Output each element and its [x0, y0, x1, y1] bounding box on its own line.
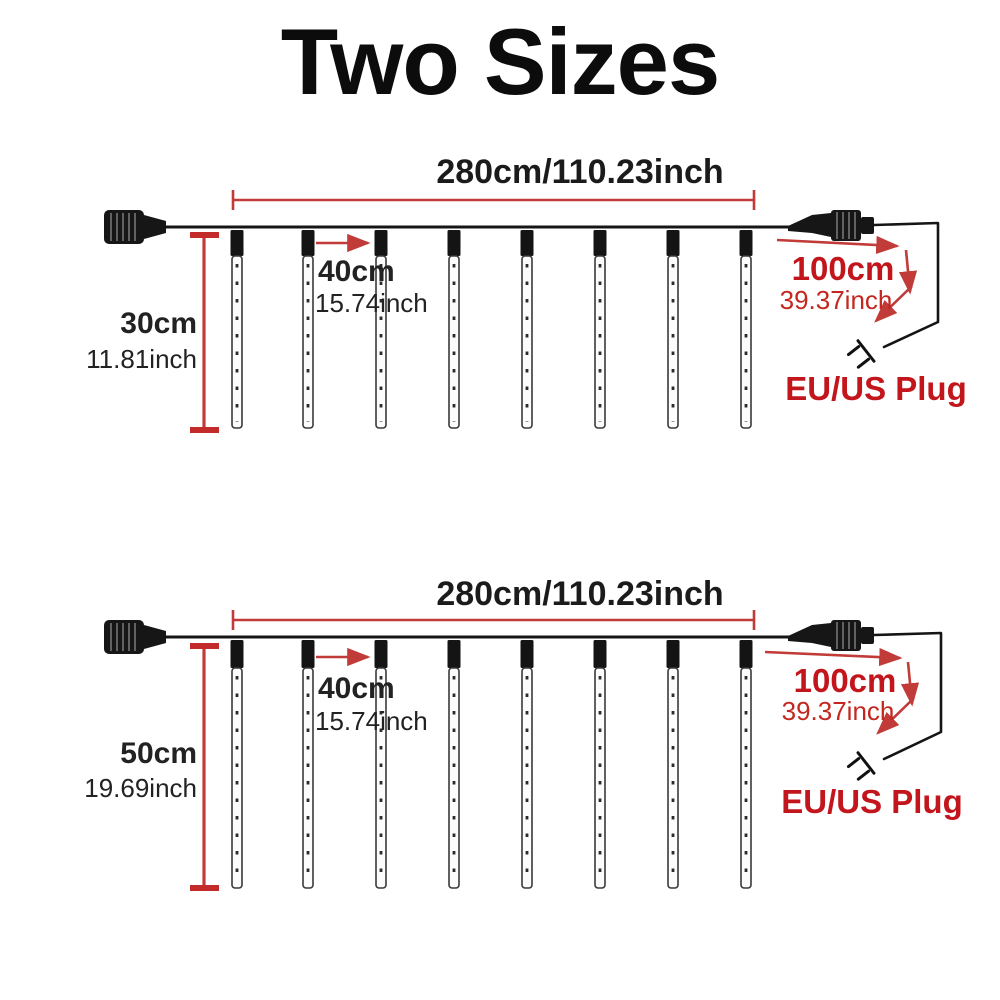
lead-wire	[872, 221, 940, 349]
spacing-label: 40cm	[318, 255, 395, 288]
led-tube	[738, 638, 754, 890]
led-tube	[446, 638, 462, 890]
screw-connector-pair-icon	[788, 620, 874, 651]
lead-arrow-down-icon	[900, 661, 920, 707]
screw-connector-icon	[104, 210, 166, 244]
dimension-lead-length: 100cm 39.37inch	[776, 235, 918, 323]
lead-arrow-diagonal-icon	[876, 697, 915, 735]
screw-connector-icon	[104, 620, 166, 654]
led-tube	[592, 638, 608, 890]
dimension-total-width: 280cm/110.23inch	[231, 575, 756, 630]
diagram-size-30cm: 280cm/110.23inch 30cm 11.81inch 40cm 15.…	[86, 153, 967, 433]
led-tube	[519, 228, 535, 430]
lead-arrow-down-icon	[898, 249, 918, 295]
led-tube	[300, 228, 316, 430]
diagram-size-50cm: 280cm/110.23inch 50cm 19.69inch 40cm 15.…	[84, 575, 963, 891]
lead-length-inch-label: 39.37inch	[780, 285, 893, 315]
led-tube	[519, 638, 535, 890]
lead-length-label: 100cm	[794, 662, 897, 699]
dimension-tube-length: 30cm 11.81inch	[86, 232, 219, 433]
lead-wire	[872, 631, 943, 761]
lead-length-inch-label: 39.37inch	[782, 696, 895, 726]
led-tube	[446, 228, 462, 430]
dimension-lead-length: 100cm 39.37inch	[764, 647, 920, 735]
plug-label: EU/US Plug	[781, 783, 963, 820]
led-tube	[665, 638, 681, 890]
dimension-total-width: 280cm/110.23inch	[231, 153, 756, 210]
plug-icon	[846, 339, 876, 369]
plug-icon	[846, 751, 876, 781]
lead-length-label: 100cm	[792, 250, 895, 287]
spacing-label: 40cm	[318, 672, 395, 705]
spacing-inch-label: 15.74inch	[315, 288, 428, 318]
dimension-tube-spacing: 40cm 15.74inch	[315, 233, 428, 318]
spacing-inch-label: 15.74inch	[315, 706, 428, 736]
lead-arrow-icon	[764, 647, 903, 667]
tube-length-inch-label: 11.81inch	[86, 344, 197, 374]
lead-arrow-diagonal-icon	[874, 285, 913, 323]
total-width-label: 280cm/110.23inch	[436, 153, 723, 191]
led-tube	[229, 638, 245, 890]
page-title: Two Sizes	[280, 9, 720, 114]
led-tube	[300, 638, 316, 890]
tube-length-label: 50cm	[120, 737, 197, 770]
tube-length-label: 30cm	[120, 307, 197, 340]
tube-length-inch-label: 19.69inch	[84, 773, 197, 803]
dimension-tube-length: 50cm 19.69inch	[84, 643, 219, 891]
led-tube	[229, 228, 245, 430]
led-tube-row	[229, 638, 754, 890]
screw-connector-pair-icon	[788, 210, 874, 241]
led-tube	[592, 228, 608, 430]
led-tube	[665, 228, 681, 430]
lead-arrow-icon	[776, 235, 900, 255]
total-width-label: 280cm/110.23inch	[436, 575, 723, 613]
plug-label: EU/US Plug	[785, 370, 967, 407]
dimension-tube-spacing: 40cm 15.74inch	[315, 647, 428, 736]
led-tube-row	[229, 228, 754, 430]
led-tube	[738, 228, 754, 430]
